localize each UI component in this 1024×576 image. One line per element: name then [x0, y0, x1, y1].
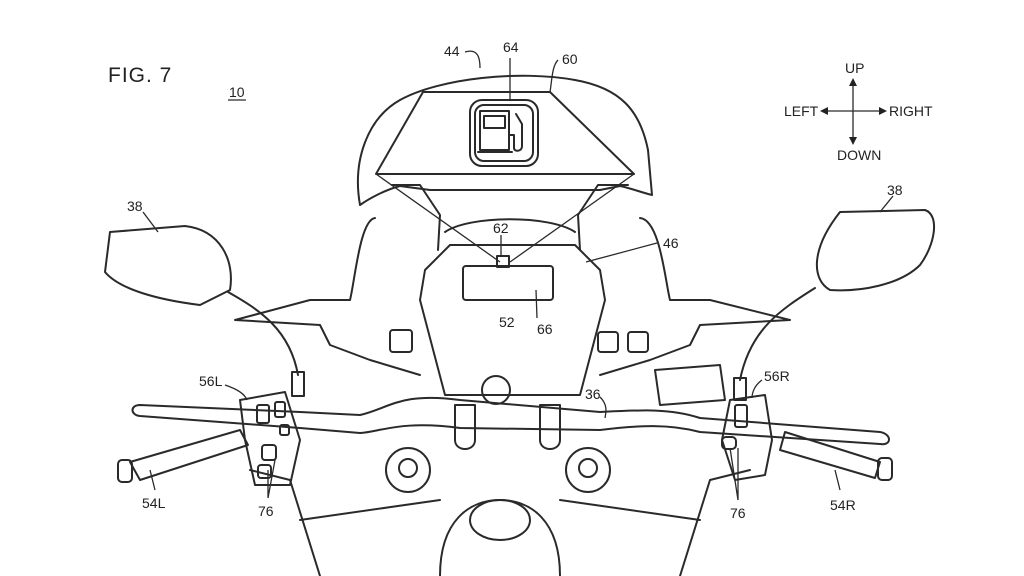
meter [462, 265, 554, 301]
projector [496, 255, 510, 268]
label-buttons-left: 76 [258, 503, 274, 519]
label-projector: 62 [493, 220, 509, 236]
label-switch-right: 56R [764, 368, 790, 384]
label-display-area: 60 [562, 51, 578, 67]
mirror-right [733, 209, 936, 401]
direction-up: UP [845, 60, 864, 76]
figure-reference: 10 [229, 84, 245, 100]
grip-left [117, 429, 249, 483]
direction-left: LEFT [784, 103, 819, 119]
label-fuel-icon: 64 [503, 39, 519, 55]
label-windshield: 44 [444, 43, 460, 59]
handlebar [131, 375, 890, 576]
label-grip-left: 54L [142, 495, 166, 511]
label-mirror-right: 38 [887, 182, 903, 198]
label-grip-right: 54R [830, 497, 856, 513]
switch-left [239, 391, 301, 486]
label-handlebar: 36 [585, 386, 601, 402]
mirror-left [104, 225, 305, 397]
label-mirror-left: 38 [127, 198, 143, 214]
button-right [721, 436, 737, 450]
button-left [261, 444, 277, 461]
label-switch-left: 56L [199, 373, 223, 389]
figure-title: FIG. 7 [108, 64, 172, 87]
fuel-pump-icon [469, 99, 539, 167]
windshield [356, 74, 653, 263]
label-cowl: 46 [663, 235, 679, 251]
switch-right [721, 394, 773, 481]
label-light-path: 66 [537, 321, 553, 337]
direction-arrows-icon [820, 78, 887, 145]
grip-right [779, 431, 893, 481]
cowl [234, 184, 791, 406]
leader-lines [142, 50, 894, 501]
direction-right: RIGHT [889, 103, 933, 119]
button-left [257, 464, 272, 479]
direction-down: DOWN [837, 147, 881, 163]
label-meter: 52 [499, 314, 515, 330]
label-buttons-right: 76 [730, 505, 746, 521]
